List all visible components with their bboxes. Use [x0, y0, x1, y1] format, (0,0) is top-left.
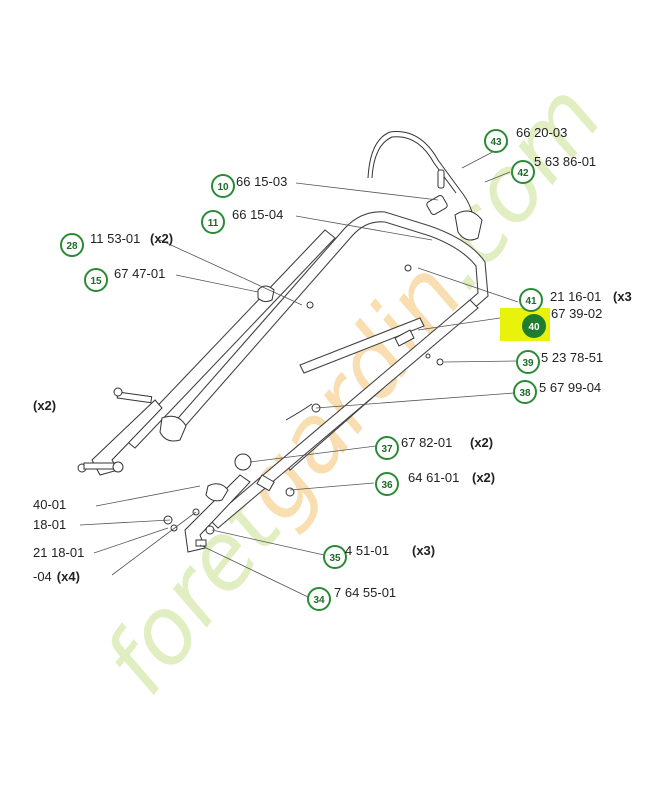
callout-quantity: (x2)	[472, 470, 495, 485]
callout-15[interactable]: 15 67 47-01	[84, 266, 165, 292]
leader-lines	[79, 143, 519, 598]
callout-number: 39	[522, 358, 534, 369]
callout-number: 42	[517, 168, 529, 179]
callout-quantity: (x2)	[150, 231, 173, 246]
callout-38[interactable]: 38 5 67 99-04	[513, 380, 601, 404]
left-edge-labels: (x2) 40-01 18-01 21 18-01 -04 (x4)	[33, 398, 84, 584]
callout-28[interactable]: 28 11 53-01 (x2)	[60, 231, 173, 257]
callout-number: 41	[525, 296, 537, 307]
callout-part-code: 67 39-02	[551, 306, 602, 321]
callout-10[interactable]: 10 66 15-03	[211, 174, 287, 198]
callout-39[interactable]: 39 5 23 78-51	[516, 350, 603, 374]
svg-text:-04(x4): -04 (x4)	[33, 569, 80, 584]
callout-part-code: 21 16-01	[550, 289, 601, 304]
callout-40-selected[interactable]: 40 67 39-02	[522, 306, 602, 338]
callout-35[interactable]: 35 4 51-01 (x3)	[323, 543, 435, 569]
callout-42[interactable]: 42 5 63 86-01	[511, 154, 596, 184]
callout-number: 37	[381, 444, 393, 455]
callout-number: 28	[66, 241, 78, 252]
callout-number: 43	[490, 137, 502, 148]
callout-quantity: (x3	[613, 289, 632, 304]
callout-number: 11	[208, 218, 219, 229]
callout-number: 40	[528, 322, 540, 333]
callout-part-code: 66 20-03	[516, 125, 567, 140]
callout-part-code: 64 61-01	[408, 470, 459, 485]
callout-41[interactable]: 41 21 16-01 (x3	[519, 288, 632, 312]
callout-part-code: 67 47-01	[114, 266, 165, 281]
callout-part-code: 5 63 86-01	[534, 154, 596, 169]
left-label-part-code: -04	[33, 569, 52, 584]
callout-number: 35	[329, 553, 341, 564]
callout-number: 38	[519, 388, 531, 399]
callout-part-code: 7 64 55-01	[334, 585, 396, 600]
callout-number: 10	[217, 182, 229, 193]
callout-number: 34	[313, 595, 325, 606]
watermark-text-b: gardin	[218, 243, 484, 541]
callout-part-code: 5 67 99-04	[539, 380, 601, 395]
callout-number: 36	[381, 480, 393, 491]
callout-part-code: 66 15-03	[236, 174, 287, 189]
callout-part-code: 11 53-01	[90, 231, 140, 246]
callout-34[interactable]: 34 7 64 55-01	[307, 585, 396, 611]
callout-36[interactable]: 36 64 61-01 (x2)	[375, 470, 495, 496]
left-label-part-code: 21 18-01	[33, 545, 84, 560]
callout-number: 15	[90, 276, 102, 287]
left-label-qty: (x2)	[33, 398, 56, 413]
callout-quantity: (x2)	[470, 435, 493, 450]
callout-11[interactable]: 11 66 15-04	[201, 207, 283, 234]
callout-37[interactable]: 37 67 82-01 (x2)	[375, 435, 493, 460]
callout-part-code: 67 82-01	[401, 435, 452, 450]
callout-43[interactable]: 43 66 20-03	[484, 125, 567, 153]
callout-quantity: (x3)	[412, 543, 435, 558]
left-label-part-code: 40-01	[33, 497, 66, 512]
handle-assembly-drawing	[77, 131, 489, 553]
callout-part-code: 66 15-04	[232, 207, 283, 222]
callout-part-code: 5 23 78-51	[541, 350, 603, 365]
left-label-quantity: (x4)	[57, 569, 80, 584]
callout-part-code: 4 51-01	[345, 543, 389, 558]
left-label-part-code: 18-01	[33, 517, 66, 532]
